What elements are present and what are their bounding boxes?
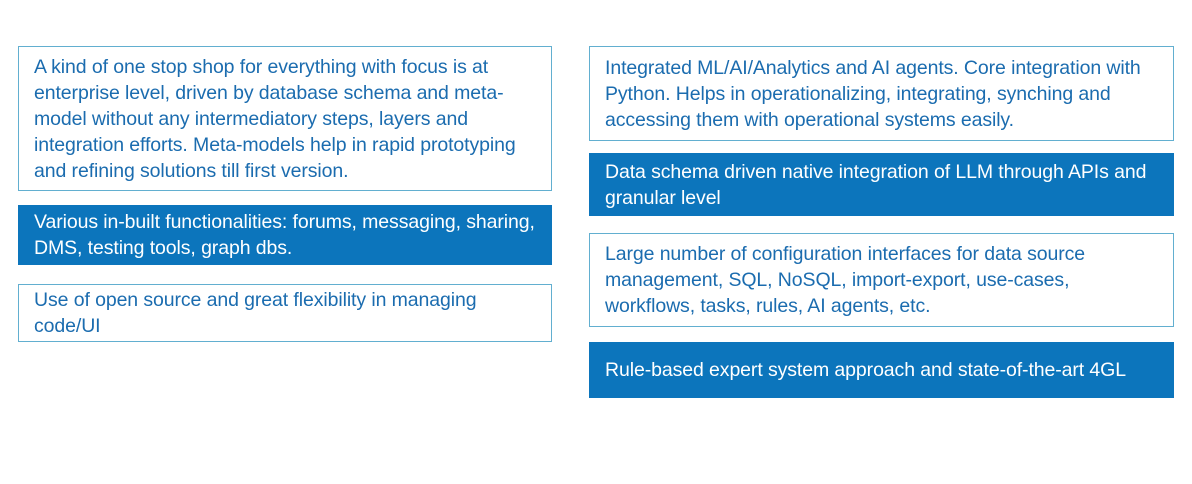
feature-card-left-1[interactable]: A kind of one stop shop for everything w… [18,46,552,191]
feature-card-right-4[interactable]: Rule-based expert system approach and st… [589,342,1174,398]
feature-card-text: Integrated ML/AI/Analytics and AI agents… [605,56,1141,131]
feature-card-text: Large number of configuration interfaces… [605,243,1086,317]
feature-card-left-3[interactable]: Use of open source and great flexibility… [18,284,552,342]
feature-card-text: Various in-built functionalities: forums… [34,211,535,259]
left-column: A kind of one stop shop for everything w… [18,0,552,484]
right-column: Integrated ML/AI/Analytics and AI agents… [589,0,1174,484]
feature-card-text: Rule-based expert system approach and st… [605,359,1126,381]
feature-card-right-2[interactable]: Data schema driven native integration of… [589,153,1174,216]
feature-card-left-2[interactable]: Various in-built functionalities: forums… [18,205,552,265]
feature-card-right-1[interactable]: Integrated ML/AI/Analytics and AI agents… [589,46,1174,141]
feature-card-right-3[interactable]: Large number of configuration interfaces… [589,233,1174,327]
feature-card-text: Use of open source and great flexibility… [34,289,477,337]
feature-card-text: Data schema driven native integration of… [605,160,1147,209]
feature-card-text: A kind of one stop shop for everything w… [34,55,516,182]
